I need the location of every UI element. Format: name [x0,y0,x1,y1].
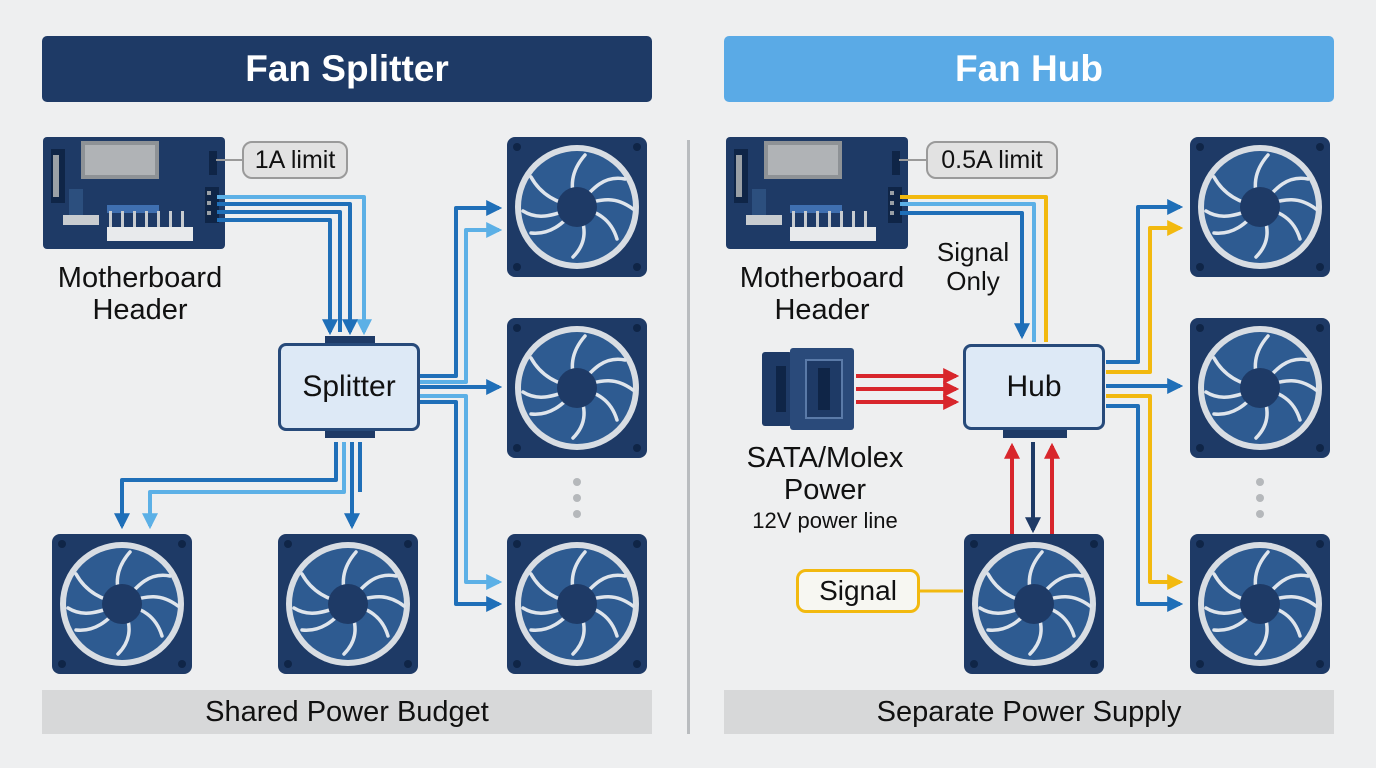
fan-icon [1188,316,1332,460]
sata-molex-connector-icon [762,348,854,430]
current-limit-badge-left: 1A limit [242,141,348,179]
panel-divider [687,140,690,734]
fan-icon [505,316,649,460]
fan-icon [505,135,649,279]
fan-icon [1188,135,1332,279]
signal-only-label: Signal Only [936,237,1010,296]
splitter-box: Splitter [278,343,420,431]
hub-box: Hub [963,344,1105,430]
fan-hub-title: Fan Hub [724,36,1334,102]
signal-badge: Signal [796,569,920,613]
motherboard-header-label-right: Motherboard Header [739,262,905,326]
separate-power-supply-caption: Separate Power Supply [724,690,1334,734]
motherboard-right-icon [726,137,908,249]
fan-icon [962,532,1106,676]
motherboard-header-label-left: Motherboard Header [57,262,223,326]
fan-icon [276,532,420,676]
sata-molex-power-label: SATA/Molex Power [746,442,904,506]
fan-icon [505,532,649,676]
shared-power-budget-caption: Shared Power Budget [42,690,652,734]
fan-icon [1188,532,1332,676]
fan-icon [50,532,194,676]
current-limit-badge-right: 0.5A limit [926,141,1058,179]
motherboard-left-icon [43,137,225,249]
power-line-sublabel: 12V power line [752,508,898,533]
fan-splitter-title: Fan Splitter [42,36,652,102]
